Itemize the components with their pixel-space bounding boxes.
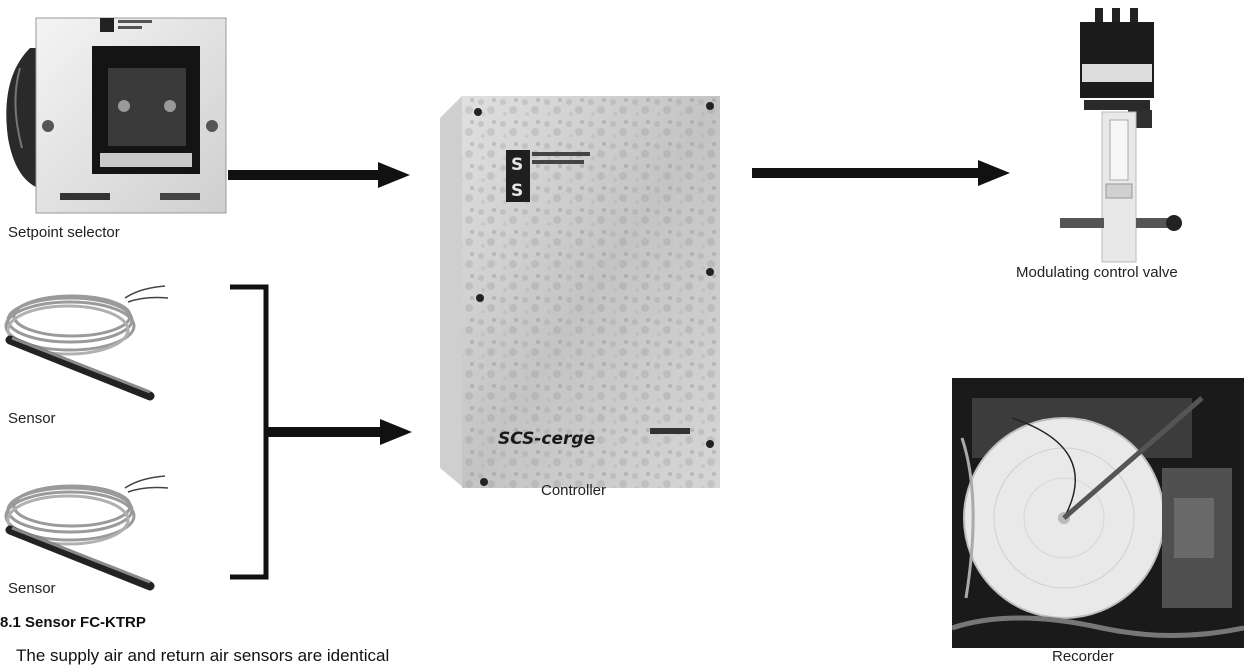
setpoint-selector-image [0,8,230,220]
svg-text:S: S [511,181,523,201]
recorder-label: Recorder [1052,648,1114,665]
sensor-top-label: Sensor [8,410,56,427]
sensor-bottom-label: Sensor [8,580,56,597]
section-heading: 8.1 Sensor FC-KTRP [0,614,146,631]
sensor-top-image [0,278,170,403]
controller-brand: SCS-cerge [498,429,595,449]
setpoint-selector-label: Setpoint selector [8,224,120,241]
sensor-bottom-image [0,468,170,593]
valve-image [1040,8,1210,268]
recorder-image [952,378,1244,648]
controller-label: Controller [541,482,606,499]
valve-label: Modulating control valve [1016,264,1178,281]
controller-image: S S SCS-cerge [432,96,722,491]
svg-text:S: S [511,155,523,175]
sensor-bracket [230,287,266,577]
section-body: The supply air and return air sensors ar… [16,646,389,666]
